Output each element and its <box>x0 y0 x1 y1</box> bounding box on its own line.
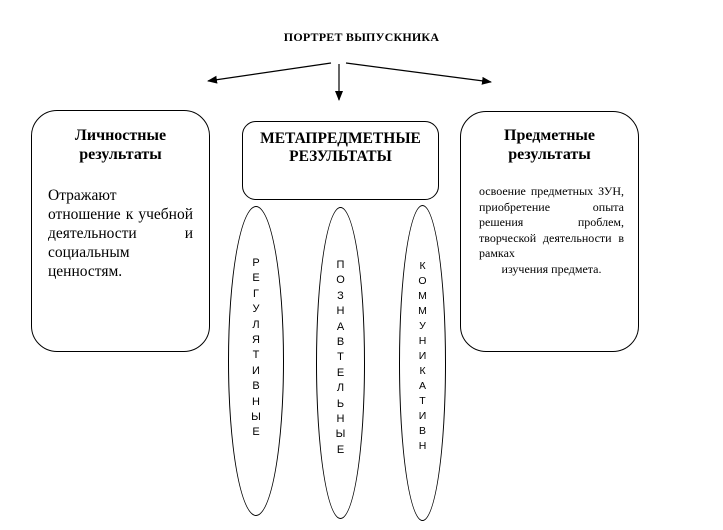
vertical-letter: Г <box>253 287 259 300</box>
subject-results-title: Предметные результаты <box>504 127 595 163</box>
meta-results-title: МЕТАПРЕДМЕТНЫЕ РЕЗУЛЬТАТЫ <box>260 130 421 165</box>
vertical-letter: А <box>418 380 426 392</box>
vertical-letter: В <box>336 336 345 349</box>
vertical-letter: К <box>419 260 426 272</box>
vertical-letter: В <box>252 380 260 393</box>
vertical-letter: К <box>419 365 426 377</box>
vertical-letter: Н <box>418 440 427 452</box>
vertical-letter: Ь <box>336 397 345 410</box>
vertical-letter: Е <box>252 426 260 439</box>
vertical-letter: О <box>336 274 345 287</box>
vertical-letter: М <box>418 305 427 317</box>
vertical-letter: А <box>336 320 345 333</box>
personal-results-box: Личностные результаты Отражают отношение… <box>31 110 210 352</box>
vertical-letter: Л <box>336 382 345 395</box>
arrow-left <box>207 62 332 84</box>
subject-results-text-last: изучения предмета. <box>501 261 602 276</box>
vertical-letter: У <box>252 303 260 316</box>
vertical-letter: Ы <box>335 428 346 441</box>
vertical-letter: У <box>419 320 426 332</box>
vertical-letter: О <box>418 275 427 287</box>
subject-results-box: Предметные результаты освоение предметны… <box>460 111 639 352</box>
vertical-letter: П <box>336 259 345 271</box>
vertical-letter: Е <box>336 443 345 456</box>
vertical-letter: Н <box>336 413 345 426</box>
vertical-letter: М <box>418 290 427 302</box>
subject-results-text: освоение предметных ЗУН, приобретение оп… <box>479 184 624 278</box>
vertical-letter: И <box>418 410 427 422</box>
personal-results-title: Личностные результаты <box>74 127 167 163</box>
vertical-letter: Е <box>336 366 345 379</box>
vertical-letter: Л <box>252 318 260 331</box>
vertical-letter: Т <box>252 349 260 362</box>
vertical-letter: Н <box>252 395 260 408</box>
vertical-letter: Е <box>252 272 260 285</box>
vertical-letter: Н <box>418 335 427 347</box>
personal-results-text: Отражают отношение к учебной деятельност… <box>48 187 193 280</box>
vertical-letter: Р <box>252 257 260 269</box>
vertical-letter: В <box>418 425 426 437</box>
vertical-letter: Ы <box>251 411 261 424</box>
meta-results-box: МЕТАПРЕДМЕТНЫЕ РЕЗУЛЬТАТЫ <box>242 121 439 200</box>
vertical-letter: И <box>418 350 427 362</box>
vertical-letter: Т <box>337 351 344 364</box>
vertical-letter: И <box>252 364 260 377</box>
vertical-letter: Т <box>419 395 426 407</box>
subject-results-text-main: освоение предметных ЗУН, приобретение оп… <box>479 184 624 261</box>
vertical-letter: Н <box>336 305 345 318</box>
arrow-right <box>345 62 492 85</box>
diagram-title: ПОРТРЕТ ВЫПУСКНИКА <box>283 30 440 44</box>
vertical-letter: З <box>337 289 344 302</box>
vertical-letter: Я <box>252 334 260 347</box>
